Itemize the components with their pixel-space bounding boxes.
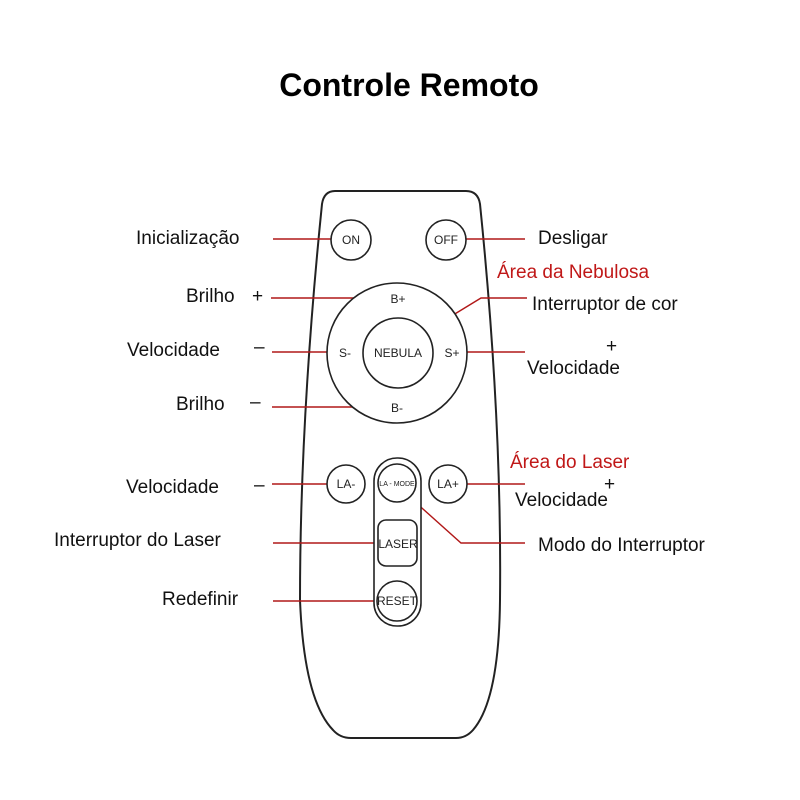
label-velocidade-minus-1-sign: – bbox=[254, 337, 265, 358]
la-plus-button-label: LA+ bbox=[437, 477, 459, 491]
la-mode-button-label: LA - MODE bbox=[379, 481, 415, 488]
off-button-label: OFF bbox=[434, 233, 458, 247]
laser-area-heading: Área do Laser bbox=[510, 452, 630, 473]
leader-la-mode bbox=[403, 491, 525, 544]
label-velocidade-minus-1: Velocidade bbox=[127, 340, 220, 361]
leader-lines bbox=[271, 238, 527, 602]
nebula-button[interactable]: NEBULA bbox=[362, 317, 434, 389]
reset-button[interactable]: RESET bbox=[376, 580, 418, 622]
remote-body bbox=[298, 190, 502, 739]
la-minus-button[interactable]: LA- bbox=[326, 464, 366, 504]
label-desligar: Desligar bbox=[538, 228, 608, 249]
reset-button-label: RESET bbox=[377, 594, 418, 608]
label-inicializacao: Inicialização bbox=[136, 228, 240, 249]
label-brilho-minus-sign: – bbox=[250, 392, 261, 413]
label-velocidade-plus-1-sign: + bbox=[606, 336, 617, 357]
b-minus-button[interactable]: B- bbox=[391, 401, 403, 415]
la-mode-button[interactable]: LA - MODE bbox=[377, 463, 417, 503]
la-minus-button-label: LA- bbox=[337, 477, 356, 491]
nebula-button-label: NEBULA bbox=[374, 346, 422, 360]
la-plus-button[interactable]: LA+ bbox=[428, 464, 468, 504]
label-brilho-plus-sign: + bbox=[252, 286, 263, 307]
on-button[interactable]: ON bbox=[330, 219, 372, 261]
label-velocidade-minus-2-sign: – bbox=[254, 475, 265, 496]
laser-button-label: LASER bbox=[378, 537, 418, 551]
on-button-label: ON bbox=[342, 233, 360, 247]
page-title: Controle Remoto bbox=[279, 67, 539, 103]
s-minus-button[interactable]: S- bbox=[339, 346, 351, 360]
nebula-area-heading: Área da Nebulosa bbox=[497, 262, 650, 283]
label-brilho-minus: Brilho bbox=[176, 394, 225, 415]
label-brilho-plus: Brilho bbox=[186, 286, 235, 307]
label-velocidade-plus-1: Velocidade bbox=[527, 358, 620, 379]
b-plus-button[interactable]: B+ bbox=[390, 292, 405, 306]
s-plus-button[interactable]: S+ bbox=[444, 346, 459, 360]
laser-button[interactable]: LASER bbox=[377, 519, 418, 567]
label-redefinir: Redefinir bbox=[162, 589, 239, 610]
label-velocidade-plus-2: Velocidade bbox=[515, 490, 608, 511]
label-interruptor-cor: Interruptor de cor bbox=[532, 294, 678, 315]
label-modo-interruptor: Modo do Interruptor bbox=[538, 535, 706, 556]
label-interruptor-laser: Interruptor do Laser bbox=[54, 530, 222, 551]
off-button[interactable]: OFF bbox=[425, 219, 467, 261]
label-velocidade-minus-2: Velocidade bbox=[126, 477, 219, 498]
label-velocidade-plus-2-sign: + bbox=[604, 474, 615, 495]
